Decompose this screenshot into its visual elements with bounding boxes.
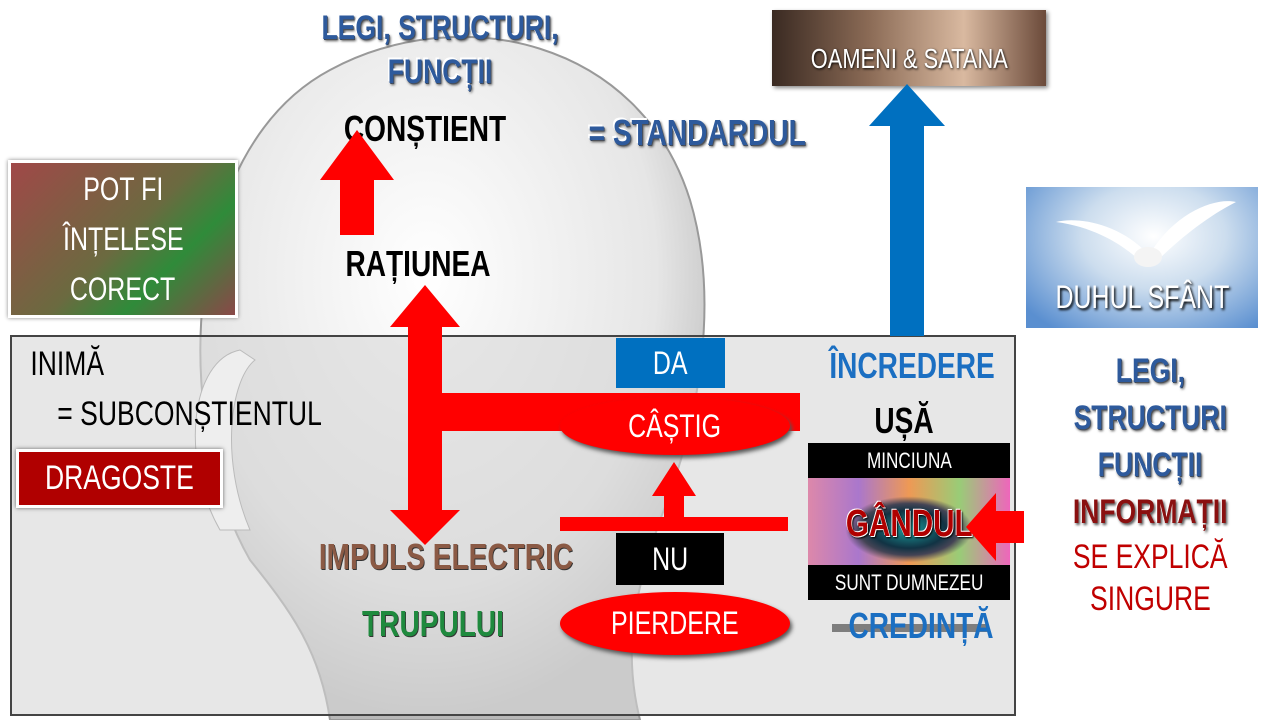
subconstient-label: = SUBCONȘTIENTUL <box>57 395 322 433</box>
eye-image: MINCIUNA GÂNDUL SUNT DUMNEZEU <box>808 443 1010 600</box>
dragoste-box: DRAGOSTE <box>16 449 223 508</box>
duhul-sfant-label: DUHUL SFÂNT <box>1055 279 1229 315</box>
inima-label: INIMĂ <box>30 345 105 383</box>
arrow-up-small-icon <box>652 462 696 522</box>
constient-label: CONȘTIENT <box>343 108 507 149</box>
pot-fi-line2: ÎNȚELESE <box>62 221 184 257</box>
credinta-label: CREDINȚĂ <box>848 605 994 646</box>
minciuna-bar: MINCIUNA <box>808 443 1010 478</box>
trupului-label: TRUPULUI <box>362 603 504 644</box>
pot-fi-line1: POT FI <box>83 171 163 207</box>
top-title-line2: FUNCȚII <box>387 53 493 91</box>
pot-fi-box: POT FI ÎNȚELESE CORECT <box>8 160 238 318</box>
right-informatii: INFORMAȚII <box>1072 493 1228 531</box>
top-title-line1: LEGI, STRUCTURI, <box>321 9 559 47</box>
standard-label: = STANDARDUL <box>588 112 806 153</box>
arrow-up-blue-icon <box>869 84 945 336</box>
castig-ellipse: CÂȘTIG <box>560 397 790 455</box>
right-singure: SINGURE <box>1089 580 1211 618</box>
gandul-label: GÂNDUL <box>845 502 973 545</box>
right-se-explica: SE EXPLICĂ <box>1072 538 1228 576</box>
sunt-dumnezeu-bar: SUNT DUMNEZEU <box>808 565 1010 600</box>
ear-shape <box>194 349 256 531</box>
usa-label: UȘĂ <box>874 400 934 441</box>
right-structuri: STRUCTURI <box>1073 399 1227 437</box>
right-column: LEGI, STRUCTURI FUNCȚII INFORMAȚII SE EX… <box>1030 348 1270 620</box>
pierdere-ellipse: PIERDERE <box>560 592 790 655</box>
pot-fi-line3: CORECT <box>70 271 176 307</box>
nu-box: NU <box>616 533 724 585</box>
red-line <box>560 517 788 531</box>
right-functii: FUNCȚII <box>1097 446 1203 484</box>
ratiunea-label: RAȚIUNEA <box>344 243 491 284</box>
oameni-satana-image: OAMENI & SATANA <box>772 10 1046 86</box>
da-box: DA <box>616 338 725 388</box>
right-legi: LEGI, <box>1115 352 1185 390</box>
top-title: LEGI, STRUCTURI, FUNCȚII <box>260 6 620 94</box>
dove-icon <box>1056 201 1236 267</box>
arrow-left-icon <box>966 493 1024 561</box>
arrow-up-constient-icon <box>320 130 394 235</box>
impuls-label: IMPULS ELECTRIC <box>318 536 574 577</box>
incredere-label: ÎNCREDERE <box>829 345 995 386</box>
duhul-sfant-image: DUHUL SFÂNT <box>1026 187 1258 328</box>
credinta-strikethrough <box>832 624 988 632</box>
